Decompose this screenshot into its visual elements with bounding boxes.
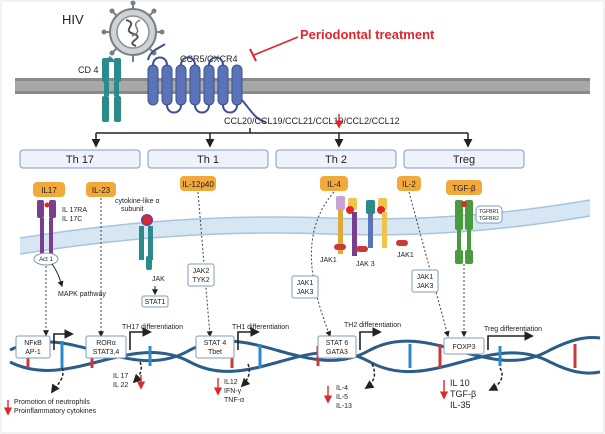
subset-treg: Treg bbox=[403, 149, 525, 169]
cytokine-label: IL-2 bbox=[402, 180, 416, 189]
cell-membrane-band bbox=[19, 199, 591, 255]
cytokine-label: IL-23 bbox=[92, 186, 111, 195]
il4-receptor-icon bbox=[334, 196, 408, 256]
cytokine-like-label-2: subunit bbox=[121, 206, 144, 213]
tf-foxp3: FOXP3 bbox=[443, 337, 485, 355]
tf-label: Tbet bbox=[208, 349, 222, 356]
subset-label: Treg bbox=[453, 154, 475, 166]
subset-label: Th 1 bbox=[197, 154, 219, 166]
inhibition-line bbox=[249, 36, 299, 62]
subset-label: Th 17 bbox=[66, 154, 94, 166]
cytokine-il23: IL-23 bbox=[86, 182, 116, 197]
stat1-box: STAT1 bbox=[141, 295, 169, 308]
output-th2-1: IL-4 bbox=[336, 385, 348, 392]
hiv-virus-icon bbox=[101, 0, 165, 62]
tgfbr2-label: TGFBR2 bbox=[479, 216, 499, 222]
jak-label: JAK bbox=[152, 276, 165, 283]
output-treg-1: IL 10 bbox=[450, 378, 470, 388]
cytokine-il17: IL17 bbox=[33, 182, 65, 197]
jak3-label: JAK 3 bbox=[356, 261, 375, 268]
tf-label: STAT 4 bbox=[204, 340, 227, 347]
jak3-label: JAK3 bbox=[417, 283, 434, 290]
treatment-label: Periodontal treatment bbox=[300, 27, 435, 42]
output-th2-3: IL-13 bbox=[336, 403, 352, 410]
cytokine-label: IL-12p40 bbox=[182, 180, 214, 189]
stat1-label: STAT1 bbox=[145, 299, 166, 306]
subset-th2: Th 2 bbox=[275, 149, 397, 169]
cytokine-label: IL17 bbox=[41, 186, 57, 195]
ccr5-receptor-icon bbox=[147, 43, 267, 123]
cytokine-label: TGF-β bbox=[452, 184, 476, 193]
tf-label: AP-1 bbox=[25, 349, 41, 356]
act1-label: Act 1 bbox=[39, 257, 53, 263]
cytokine-il12p40: IL-12p40 bbox=[180, 176, 216, 191]
tf-ror: RORα STAT3,4 bbox=[85, 335, 127, 359]
jak2-tyk2-box: JAK2 TYK2 bbox=[187, 263, 215, 287]
cytokine-like-label-1: cytokine-like α bbox=[115, 198, 160, 205]
output-th1-2: IFN-γ bbox=[224, 388, 242, 395]
cd4-receptor-icon bbox=[102, 56, 121, 122]
act1-to-mapk-arrow bbox=[51, 263, 64, 288]
subset-th1: Th 1 bbox=[147, 149, 269, 169]
tf-stat4: STAT 4 Tbet bbox=[195, 335, 235, 359]
tyk2-label: TYK2 bbox=[192, 277, 210, 284]
cytokine-il4: IL-4 bbox=[320, 176, 348, 191]
tf-label: RORα bbox=[96, 340, 116, 347]
jak2-label: JAK2 bbox=[193, 268, 210, 275]
jak1-label: JAK1 bbox=[297, 280, 314, 287]
output-th17-2: IL 22 bbox=[113, 382, 128, 389]
output-th17-1: IL 17 bbox=[113, 373, 128, 380]
tf-stat6: STAT 6 GATA3 bbox=[317, 335, 357, 359]
tgfb-receptor-icon bbox=[455, 200, 503, 264]
subset-label: Th 2 bbox=[325, 154, 347, 166]
tf-label: STAT3,4 bbox=[93, 349, 120, 356]
cytokine-tgfb: TGF-β bbox=[446, 180, 482, 195]
il17c-label: IL 17C bbox=[62, 216, 82, 223]
output-arrows bbox=[51, 361, 503, 394]
tf-label: NFκB bbox=[24, 340, 42, 347]
tf-label: FOXP3 bbox=[453, 344, 476, 351]
output-th2-2: IL-5 bbox=[336, 394, 348, 401]
virus-label: HIV bbox=[62, 12, 84, 27]
jak1-label: JAK1 bbox=[417, 274, 434, 281]
jak1-b-label: JAK1 bbox=[397, 252, 414, 259]
transcription-arrows bbox=[53, 327, 534, 350]
output-th1-1: IL12 bbox=[224, 379, 238, 386]
mapk-label: MAPK pathway bbox=[58, 291, 106, 298]
cytokine-label: IL-4 bbox=[327, 180, 341, 189]
output-treg-3: IL-35 bbox=[450, 400, 471, 410]
il17ra-label: IL 17RA bbox=[62, 207, 87, 214]
th2-differentiation-label: TH2 differentiation bbox=[344, 322, 401, 329]
tgfbr1-label: TGFBR1 bbox=[479, 209, 499, 215]
jak1-jak3-box-b: JAK1 JAK3 bbox=[411, 269, 439, 293]
branch-connector bbox=[91, 128, 473, 148]
th1-differentiation-label: TH1 differentiation bbox=[232, 324, 289, 331]
th17-differentiation-label: TH17 differentiation bbox=[122, 324, 183, 331]
jak1-jak3-box-a: JAK1 JAK3 bbox=[291, 275, 319, 299]
jak1-a-label: JAK1 bbox=[320, 257, 337, 264]
tf-label: GATA3 bbox=[326, 349, 348, 356]
tf-label: STAT 6 bbox=[326, 340, 349, 347]
output-nf-2: Proinflammatory cytokines bbox=[14, 408, 97, 415]
cytokine-like-receptor-icon bbox=[139, 214, 153, 270]
plasma-membrane bbox=[15, 78, 590, 94]
cd4-label: CD 4 bbox=[78, 65, 99, 75]
chemokines-label: CCL20/CCL19/CCL21/CCL10/CCL2/CCL12 bbox=[224, 116, 400, 126]
tf-nfkb: NFκB AP-1 bbox=[15, 335, 51, 359]
il17-receptor-icon bbox=[33, 200, 59, 266]
cytokine-il2: IL-2 bbox=[397, 176, 421, 191]
jak3-label: JAK3 bbox=[297, 289, 314, 296]
treg-differentiation-label: Treg differentiation bbox=[484, 326, 542, 333]
output-th1-3: TNF-α bbox=[224, 397, 244, 404]
signaling-paths bbox=[43, 191, 467, 338]
subset-th17: Th 17 bbox=[19, 149, 141, 169]
output-treg-2: TGF-β bbox=[450, 389, 476, 399]
output-nf-1: Promotion of neutrophils bbox=[14, 399, 90, 406]
coreceptor-label: CCR5/CXCR4 bbox=[180, 54, 238, 64]
